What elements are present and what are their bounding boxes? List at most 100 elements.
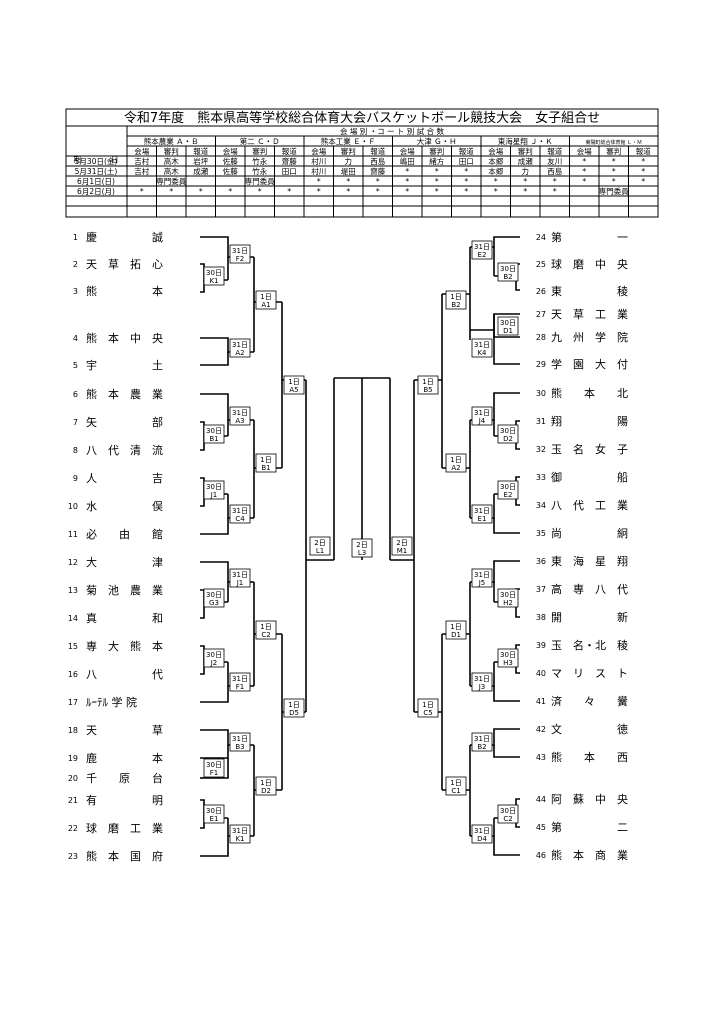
team-seed: 2: [73, 260, 78, 269]
team-seed: 27: [536, 310, 546, 319]
game-day: 30日: [206, 483, 222, 491]
schedule-cell: *: [523, 187, 527, 196]
game-code: L1: [316, 547, 324, 555]
schedule-cell: 緒方: [429, 156, 444, 166]
game-day: 30日: [500, 591, 516, 599]
team-name: 玉 名・北 稜: [551, 638, 628, 652]
game-day: 2日: [314, 539, 325, 547]
team-name: 第 二: [551, 820, 628, 834]
schedule-cell: *: [612, 167, 616, 176]
game-day: 31日: [232, 735, 248, 743]
team-seed: 1: [73, 233, 78, 242]
team-name: 矢 部: [86, 415, 163, 429]
game-code: E1: [210, 815, 219, 823]
schedule-cell: *: [641, 177, 645, 186]
team-seed: 10: [68, 502, 78, 511]
team-name: 専 大 熊 本: [86, 639, 163, 653]
team-seed: 45: [536, 823, 546, 832]
team-seed: 36: [536, 557, 546, 566]
role-header: 報道: [459, 146, 474, 156]
schedule-cell: 成瀬: [193, 166, 208, 176]
team-name: 鹿 本: [86, 751, 163, 765]
team-seed: 19: [68, 754, 78, 763]
team-name: 千 原 台: [86, 771, 163, 785]
schedule-cell: *: [228, 187, 232, 196]
team-seed: 12: [68, 558, 78, 567]
game-code: C2: [261, 631, 270, 639]
game-code: J5: [478, 579, 486, 587]
game-day: 1日: [260, 456, 271, 464]
venue-header: 東海星翔 Ｊ・Ｋ: [498, 136, 553, 146]
team-name: 尚 絅: [551, 526, 628, 540]
game-code: C4: [235, 515, 245, 523]
team-name: 文 徳: [551, 722, 628, 736]
team-name: 翔 陽: [551, 414, 628, 428]
team-seed: 20: [68, 774, 78, 783]
venue-header: 第二 Ｃ・Ｄ: [240, 136, 280, 146]
team-name: 済 々 黌: [551, 694, 628, 708]
role-header: 会場: [400, 146, 415, 156]
team-name: 天 草 拓 心: [86, 257, 163, 271]
game-code: D2: [503, 435, 513, 443]
game-day: 31日: [232, 827, 248, 835]
role-header: 報道: [282, 146, 297, 156]
team-name: 熊 本 農 業: [86, 387, 163, 401]
venue-header: 大津 Ｇ・Ｈ: [417, 136, 457, 146]
schedule-table: 令和7年度 熊本県高等学校総合体育大会バスケットボール競技大会 女子組合せ 会 …: [65, 108, 659, 218]
game-code: F1: [210, 769, 218, 777]
team-name: 天 草 工 業: [551, 308, 628, 321]
role-header: 審判: [252, 146, 267, 156]
team-name: 玉 名 女 子: [551, 442, 628, 456]
role-header: 会場: [577, 146, 592, 156]
schedule-cell: *: [317, 177, 321, 186]
game-code: E2: [478, 251, 487, 259]
game-code: J4: [478, 417, 486, 425]
team-name: 熊 本 商 業: [551, 848, 628, 862]
schedule-cell: *: [199, 187, 203, 196]
schedule-cell: 成瀬: [518, 156, 533, 166]
schedule-date: 5月30日(金): [75, 156, 118, 166]
team-name: 水 俣: [86, 499, 163, 513]
team-seed: 26: [536, 287, 546, 296]
game-code: B1: [261, 464, 270, 472]
game-day: 31日: [232, 247, 248, 255]
game-code: A1: [261, 301, 270, 309]
game-labels: 30日K131日F231日A21日A130日B131日A330日J131日C41…: [203, 240, 519, 844]
team-name: 宇 土: [86, 359, 163, 372]
team-name: 御 船: [551, 470, 628, 484]
game-day: 1日: [450, 623, 461, 631]
game-code: F2: [236, 255, 244, 263]
day-header: 期 日: [74, 155, 119, 164]
game-day: 30日: [500, 265, 516, 273]
schedule-cell: 村川: [311, 166, 326, 176]
game-code: J1: [210, 491, 218, 499]
role-header: 報道: [193, 146, 208, 156]
team-seed: 28: [536, 333, 546, 342]
schedule-cell: *: [494, 177, 498, 186]
team-name: 阿 蘇 中 央: [551, 793, 628, 806]
schedule-cell: *: [641, 167, 645, 176]
schedule-cell: *: [523, 177, 527, 186]
schedule-cell: *: [582, 157, 586, 166]
team-seed: 7: [73, 418, 78, 427]
team-name: 真 和: [86, 611, 163, 625]
game-day: 30日: [500, 427, 516, 435]
team-seed: 17: [68, 698, 78, 707]
schedule-cell: *: [405, 177, 409, 186]
role-header: 会場: [311, 146, 326, 156]
schedule-cell: *: [346, 177, 350, 186]
team-name: 有 明: [86, 793, 163, 807]
